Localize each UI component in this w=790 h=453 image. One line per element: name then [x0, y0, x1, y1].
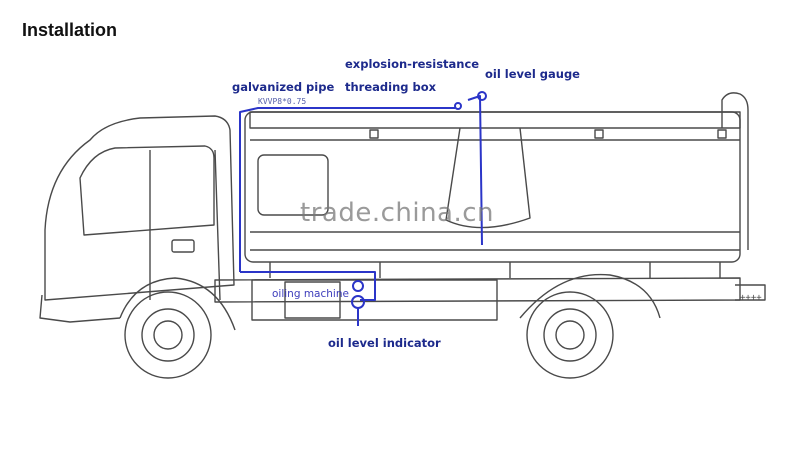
label-oiling-machine: oiling machine [272, 288, 349, 300]
manhole [445, 127, 531, 229]
side-cabinet [257, 154, 329, 216]
machine-line [240, 271, 376, 301]
tank-body [244, 111, 741, 263]
cab-door [149, 149, 221, 301]
tank-supports [269, 262, 721, 278]
page-title: Installation [22, 20, 118, 40]
label-galvanized-pipe: galvanized pipe [232, 80, 335, 94]
rear-wheel [526, 291, 614, 379]
cab-bumper [39, 294, 121, 323]
oiling-machine-panel [284, 281, 341, 319]
watermark: trade.china.cn [300, 198, 495, 228]
label-oil-level-indicator: oil level indicator [328, 336, 441, 350]
rear-bumper [735, 284, 766, 301]
front-fender [119, 277, 236, 331]
door-handle [171, 239, 195, 253]
galvanized-pipe-line [239, 107, 455, 272]
label-explosion-resistance: explosion-resistance [345, 57, 480, 71]
rear-ladder [721, 92, 749, 250]
tank-bands [250, 139, 740, 251]
wiring [239, 91, 487, 326]
gauge-line [467, 95, 483, 246]
rear-fender [519, 273, 661, 319]
label-oil-level-gauge: oil level gauge [485, 67, 580, 81]
front-wheel [124, 291, 212, 379]
svg-text:++++: ++++ [740, 293, 762, 303]
label-pipe-spec: KVVP8*0.75 [258, 97, 307, 106]
cab-window [79, 145, 215, 236]
tank-top-rail [249, 111, 741, 129]
label-threading-box: threading box [345, 80, 437, 94]
truck-cab [44, 115, 235, 301]
